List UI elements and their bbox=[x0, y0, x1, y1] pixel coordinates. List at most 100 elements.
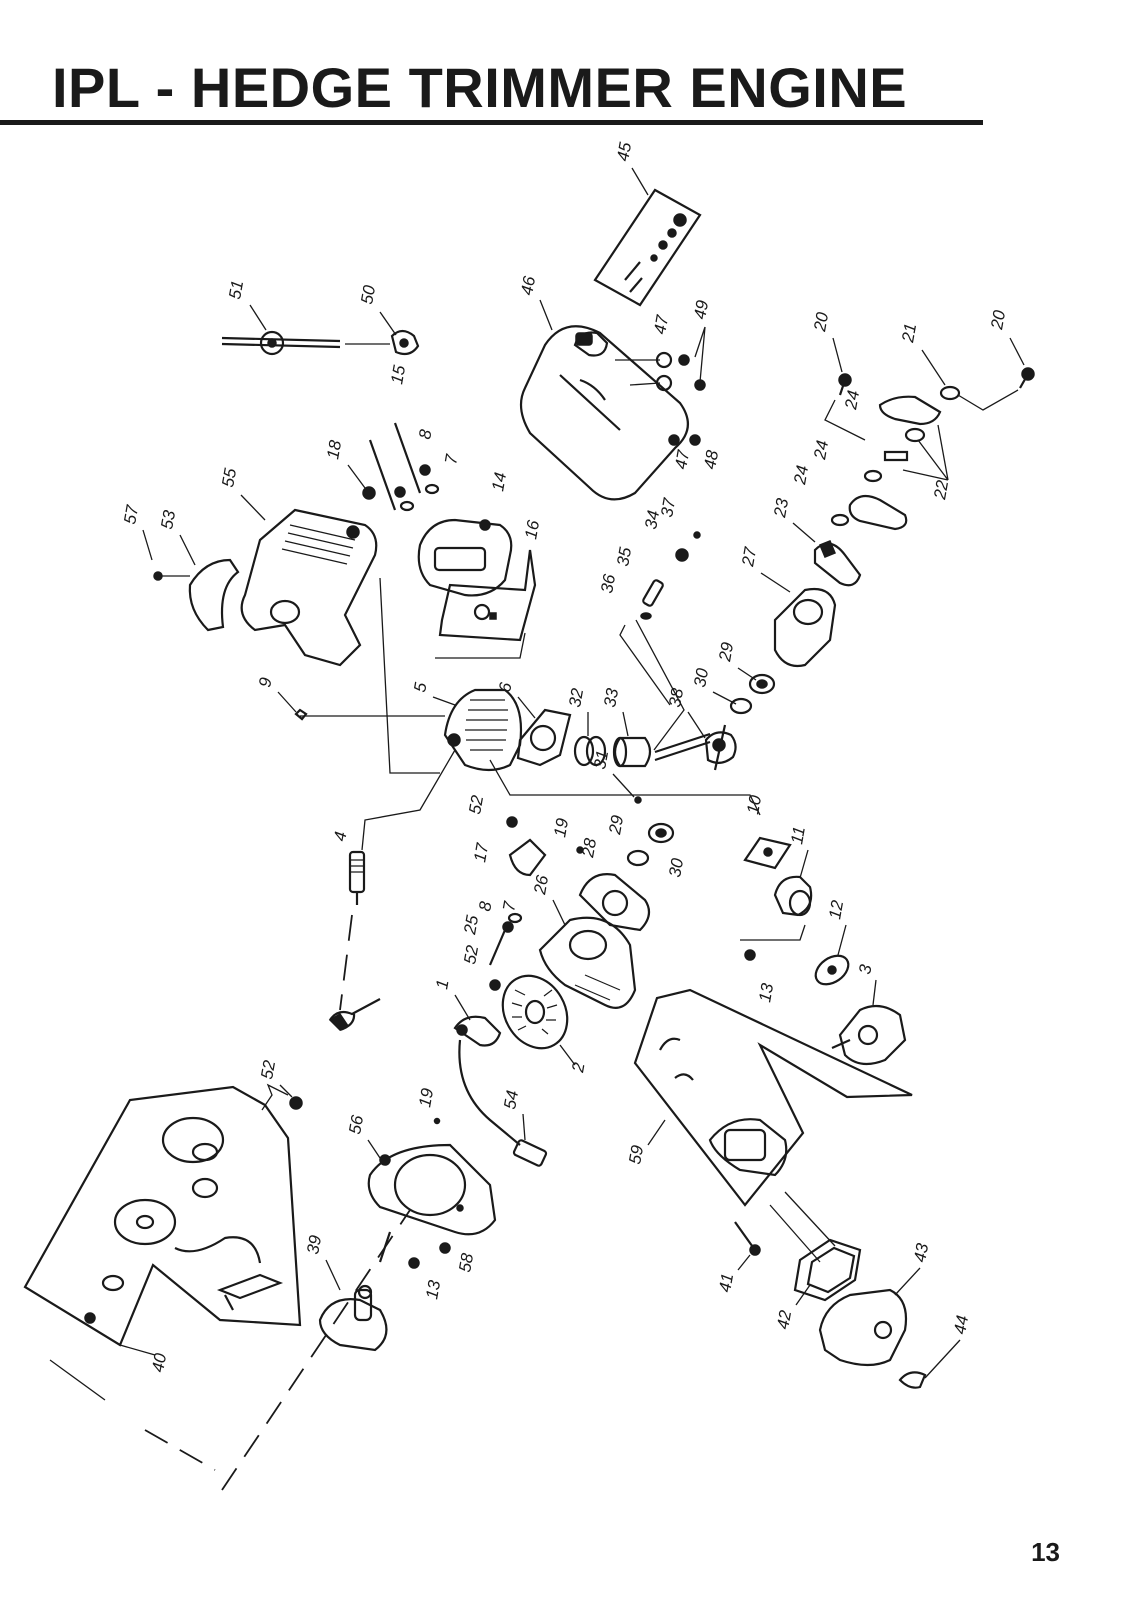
callout-55: 55 bbox=[218, 466, 240, 488]
crankshaft-part bbox=[654, 724, 737, 771]
callout-21: 21 bbox=[898, 322, 920, 345]
callout-7-lower: 7 bbox=[499, 900, 519, 913]
fuel-tank-part bbox=[519, 325, 689, 501]
callout-4: 4 bbox=[330, 830, 350, 843]
callout-54: 54 bbox=[500, 1089, 522, 1111]
callout-52-mid: 52 bbox=[465, 793, 487, 815]
callout-41: 41 bbox=[715, 1272, 737, 1294]
callout-10: 10 bbox=[743, 793, 765, 815]
callout-18: 18 bbox=[323, 438, 345, 460]
muffler-part bbox=[417, 518, 513, 597]
callout-9: 9 bbox=[255, 676, 275, 689]
ignition-wire-plug-part bbox=[512, 1139, 548, 1167]
callout-24-mid: 24 bbox=[810, 439, 832, 462]
callout-20-right: 20 bbox=[987, 308, 1009, 331]
crankcase-part bbox=[538, 916, 637, 1009]
callout-22: 22 bbox=[930, 478, 952, 501]
callout-35: 35 bbox=[613, 545, 635, 567]
air-filter-cover-part bbox=[818, 1288, 908, 1367]
callout-53: 53 bbox=[157, 508, 179, 530]
callout-12: 12 bbox=[825, 898, 847, 920]
air-filter-screw-part bbox=[734, 1221, 761, 1256]
callout-51: 51 bbox=[225, 279, 247, 301]
callout-49: 49 bbox=[690, 298, 712, 320]
clutch-bolts-part bbox=[824, 367, 1035, 441]
callout-7-upper: 7 bbox=[441, 453, 461, 466]
callout-29-upper: 29 bbox=[715, 640, 737, 663]
callout-52-left: 52 bbox=[257, 1058, 279, 1080]
insulator-gasket-part bbox=[743, 836, 792, 870]
recoil-starter-assembly-part bbox=[23, 1085, 302, 1347]
callout-34: 34 bbox=[641, 509, 663, 531]
callout-11: 11 bbox=[787, 825, 809, 846]
flywheel-part bbox=[501, 974, 569, 1050]
callout-17: 17 bbox=[470, 841, 492, 863]
callout-47-lower: 47 bbox=[671, 448, 693, 470]
title-underline bbox=[0, 120, 983, 125]
page-title: IPL - HEDGE TRIMMER ENGINE bbox=[52, 56, 908, 119]
callout-26: 26 bbox=[530, 873, 552, 896]
piston-rings-part bbox=[573, 735, 607, 767]
needle-bearing-part bbox=[634, 796, 642, 804]
tank-fasteners-part bbox=[615, 351, 706, 446]
callout-43: 43 bbox=[910, 1241, 932, 1263]
cover-knob-part bbox=[898, 1371, 927, 1389]
callout-44: 44 bbox=[950, 1314, 972, 1336]
exploded-parts-diagram: 45 46 47 49 47 48 51 50 15 8 7 18 14 55 … bbox=[23, 140, 1035, 1491]
clutch-shoe-upper-part bbox=[830, 385, 961, 531]
callout-40: 40 bbox=[148, 1351, 170, 1373]
crankcase-bolts-part bbox=[488, 846, 584, 991]
callout-13-left: 13 bbox=[422, 1278, 444, 1300]
callout-25: 25 bbox=[460, 913, 482, 936]
decal-sheet-part bbox=[593, 188, 702, 307]
callout-50: 50 bbox=[357, 283, 379, 305]
callout-48: 48 bbox=[700, 448, 722, 470]
callout-15: 15 bbox=[387, 363, 409, 385]
callout-28: 28 bbox=[578, 836, 600, 859]
callout-23: 23 bbox=[770, 496, 792, 519]
callout-36: 36 bbox=[597, 572, 619, 594]
callout-58: 58 bbox=[455, 1251, 477, 1273]
spark-plug-part bbox=[348, 850, 366, 905]
callout-29-lower: 29 bbox=[605, 813, 627, 836]
cylinder-gasket-part bbox=[516, 708, 572, 767]
callout-13-right: 13 bbox=[755, 981, 777, 1003]
callout-30-lower: 30 bbox=[665, 856, 687, 878]
callout-39: 39 bbox=[303, 1233, 325, 1255]
starter-pulley-part bbox=[318, 1284, 388, 1352]
crankcase-gasket-part bbox=[578, 873, 651, 932]
callout-30-upper: 30 bbox=[690, 666, 712, 688]
fuel-line-part bbox=[221, 330, 390, 356]
callout-31: 31 bbox=[590, 749, 612, 771]
heat-shield-part bbox=[438, 549, 537, 642]
callout-56: 56 bbox=[345, 1113, 367, 1135]
callout-14: 14 bbox=[488, 471, 510, 493]
callout-57: 57 bbox=[120, 503, 142, 525]
carburetor-part bbox=[831, 1004, 907, 1066]
ignition-coil-part bbox=[453, 1015, 521, 1146]
callout-59: 59 bbox=[625, 1143, 647, 1165]
callout-24-low: 24 bbox=[790, 464, 812, 487]
callout-1: 1 bbox=[432, 978, 452, 991]
page-number: 13 bbox=[1031, 1537, 1060, 1567]
callout-19-upper: 19 bbox=[550, 816, 572, 838]
piston-pin-parts bbox=[635, 531, 701, 751]
callout-8-upper: 8 bbox=[415, 428, 435, 441]
spark-plug-cap-part bbox=[328, 998, 381, 1032]
carb-gasket-part bbox=[814, 954, 850, 986]
ignition-bracket-part bbox=[506, 816, 547, 877]
callout-52-low: 52 bbox=[460, 943, 482, 965]
callout-3: 3 bbox=[855, 963, 875, 976]
spark-plug-guard-part bbox=[153, 558, 240, 632]
clutch-shoe-lower-part bbox=[813, 540, 862, 587]
callout-32: 32 bbox=[565, 686, 587, 708]
callout-24-top: 24 bbox=[841, 389, 863, 412]
air-filter-element-part bbox=[793, 1238, 862, 1302]
cylinder-cover-part bbox=[240, 508, 378, 667]
fuel-filter-part bbox=[390, 329, 420, 356]
callout-20-left: 20 bbox=[810, 310, 832, 333]
callout-45: 45 bbox=[613, 140, 635, 162]
callout-2: 2 bbox=[568, 1061, 589, 1075]
fan-housing-part bbox=[367, 1143, 497, 1236]
piston-part bbox=[612, 736, 652, 768]
